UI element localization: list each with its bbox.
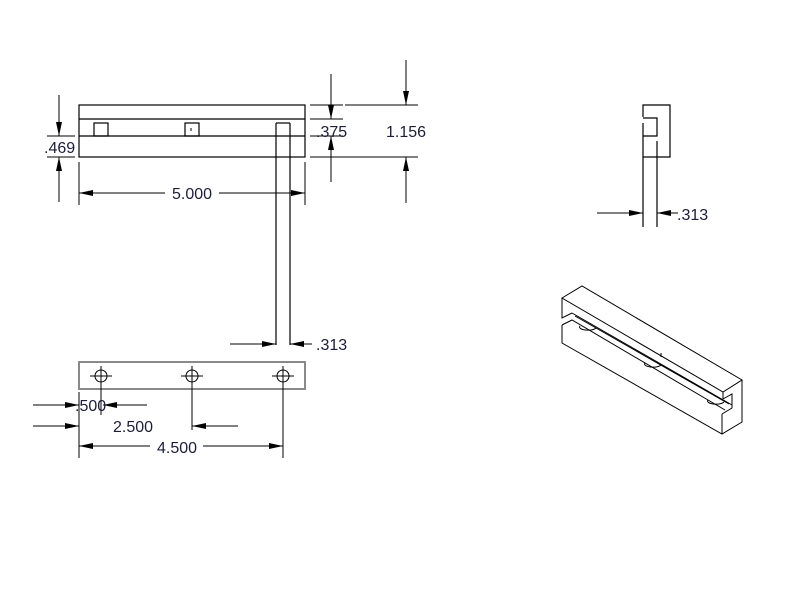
hole [272,366,294,458]
isometric-view [561,285,743,435]
dimension-label: .469 [44,140,75,157]
dimension-313-front: .313 [230,337,347,354]
dimension-label: .313 [316,337,347,354]
hole [90,366,112,415]
dimension-313-side: .313 [597,207,708,224]
dimension-label: .313 [677,207,708,224]
dimension-label: .500 [75,398,106,415]
dimension-label: 4.500 [157,440,197,457]
front-view [78,104,306,345]
dimension-label: 2.500 [113,419,153,436]
dimension-4500: 4.500 [79,440,283,457]
dimension-label: .375 [316,124,347,141]
dimension-500: .500 [33,398,147,415]
hole [181,366,203,430]
dimension-1156: 1.156 [310,60,426,203]
dimension-2500: 2.500 [33,419,238,436]
dimension-label: 1.156 [386,124,426,141]
dimension-label: 5.000 [172,186,212,203]
dimension-375: .375 [310,74,347,182]
dimension-5000: 5.000 [78,162,306,205]
dimension-469: .469 [44,95,75,202]
side-view [642,104,671,227]
